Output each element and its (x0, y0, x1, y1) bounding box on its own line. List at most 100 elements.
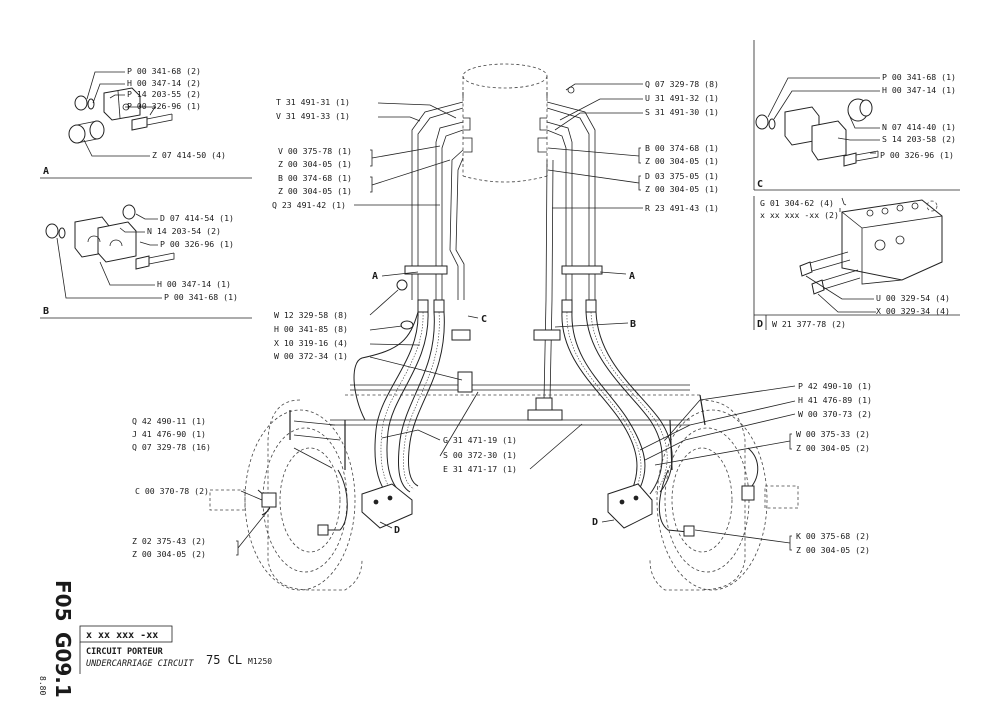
callout-label: Z 00 304-05 (1) (645, 184, 719, 194)
detail-d: D (753, 196, 960, 330)
callout-label: V 00 375-78 (1) (278, 146, 352, 156)
detail-a-label: P 00 341-68 (2) (127, 66, 201, 76)
clamp-b (533, 329, 561, 341)
bolt-head-part (135, 255, 150, 270)
callout-label: Q 23 491-42 (1) (272, 200, 346, 210)
left-track-motor (209, 399, 363, 591)
title-en: UNDERCARRIAGE CIRCUIT (86, 659, 194, 669)
marker-b: B (630, 319, 636, 330)
tee-fitting (457, 371, 473, 393)
rotary-joint (462, 63, 548, 183)
detail-c-label: N 07 414-40 (1) (882, 122, 956, 132)
marker-c: C (481, 314, 487, 325)
sheet-code-g09: G09.1 (51, 632, 75, 698)
callout-label: K 00 375-68 (2) (796, 531, 870, 541)
washer-part (768, 118, 776, 130)
detail-b-letter: B (43, 306, 49, 317)
manifold-d-left (361, 483, 413, 529)
detail-c-label: H 00 347-14 (1) (882, 85, 956, 95)
title-block: x xx xxx -xx CIRCUIT PORTEUR UNDERCARRIA… (79, 625, 272, 674)
detail-c-label: P 00 326-96 (1) (880, 150, 954, 160)
callout-label: V 31 491-33 (1) (276, 111, 350, 121)
clamp-a-left (404, 265, 448, 275)
callout-label: Z 00 304-05 (1) (645, 156, 719, 166)
leader-lines (236, 83, 796, 556)
detail-d-label: U 00 329-54 (4) (876, 293, 950, 303)
detail-c-label: S 14 203-58 (2) (882, 134, 956, 144)
callout-label: Z 00 304-05 (2) (796, 443, 870, 453)
callout-label: Q 07 329-78 (8) (645, 79, 719, 89)
detail-d-label: x xx xxx -xx (2) (760, 210, 839, 220)
callout-label: Z 00 304-05 (1) (278, 159, 352, 169)
callout-label: W 12 329-58 (8) (274, 310, 348, 320)
right-track-motor (649, 394, 799, 591)
callout-label: T 31 491-31 (1) (276, 97, 350, 107)
detail-c: C (753, 40, 960, 191)
callout-label: R 23 491-43 (1) (645, 203, 719, 213)
manifold-d-right (607, 483, 653, 529)
clamp-a-right (561, 265, 603, 275)
sheet-date: 8.80 (38, 676, 47, 695)
detail-a: A (40, 71, 252, 179)
callout-label: S 00 372-30 (1) (443, 450, 517, 460)
detail-d-label: X 00 329-34 (4) (876, 306, 950, 316)
detail-c-label: P 00 341-68 (1) (882, 72, 956, 82)
title-model: 75 CL (206, 653, 242, 667)
marker-a-right: A (629, 271, 635, 282)
detail-c-letter: C (757, 179, 763, 190)
callout-label: H 00 341-85 (8) (274, 324, 348, 334)
detail-a-label: P 14 203-55 (2) (127, 89, 201, 99)
detail-b-label: H 00 347-14 (1) (157, 279, 231, 289)
detail-b-label: N 14 203-54 (2) (147, 226, 221, 236)
detail-a-letter: A (43, 166, 49, 177)
detail-b-label: P 00 326-96 (1) (160, 239, 234, 249)
title-ref: x xx xxx -xx (86, 630, 158, 641)
detail-d-ref: W 21 377-78 (2) (772, 319, 846, 329)
detail-d-letter: D (757, 319, 763, 330)
washer-part (58, 227, 66, 239)
sheet-code: F05 G09.1 8.80 (38, 580, 75, 698)
bolt-head-part (131, 116, 148, 131)
callout-label: Z 00 304-05 (2) (132, 549, 206, 559)
callout-label: Q 07 329-78 (16) (132, 442, 211, 452)
callout-label: S 31 491-30 (1) (645, 107, 719, 117)
detail-a-label: P 00 326-96 (1) (127, 101, 201, 111)
marker-a-left: A (372, 271, 378, 282)
callout-label: Z 00 304-05 (2) (796, 545, 870, 555)
callout-label: B 00 374-68 (1) (645, 143, 719, 153)
callout-label: Z 00 304-05 (1) (278, 186, 352, 196)
callout-label: J 41 476-90 (1) (132, 429, 206, 439)
callout-label: B 00 374-68 (1) (278, 173, 352, 183)
callout-label: E 31 471-17 (1) (443, 464, 517, 474)
callout-label: P 42 490-10 (1) (798, 381, 872, 391)
detail-b-label: P 00 341-68 (1) (164, 292, 238, 302)
nut-part (755, 114, 769, 130)
clamp-block-part (97, 221, 137, 263)
clamp-c (451, 329, 471, 341)
detail-b-label: D 07 414-54 (1) (160, 213, 234, 223)
callout-label: Q 42 490-11 (1) (132, 416, 206, 426)
callout-label: X 10 319-16 (4) (274, 338, 348, 348)
callout-label: C 00 370-78 (2) (135, 486, 209, 496)
title-serial: M1250 (248, 657, 272, 666)
detail-a-label: H 00 347-14 (2) (127, 78, 201, 88)
detail-b: B (40, 204, 252, 319)
bushing-part (68, 124, 86, 144)
callout-label: W 00 370-73 (2) (798, 409, 872, 419)
callout-label: U 31 491-32 (1) (645, 93, 719, 103)
bushing-part (122, 204, 136, 220)
title-fr: CIRCUIT PORTEUR (86, 647, 164, 657)
sheet-code-f05: F05 (51, 580, 75, 622)
callout-label: Z 02 375-43 (2) (132, 536, 206, 546)
callout-label: D 03 375-05 (1) (645, 171, 719, 181)
callout-label: W 00 372-34 (1) (274, 351, 348, 361)
manifold-block-part (841, 199, 943, 281)
callout-label: H 41 476-89 (1) (798, 395, 872, 405)
callout-label: G 31 471-19 (1) (443, 435, 517, 445)
main-assembly (209, 63, 799, 591)
washer-part (87, 98, 95, 110)
clamp-block-part (811, 120, 847, 161)
detail-a-label: Z 07 414-50 (4) (152, 150, 226, 160)
marker-d-right: D (592, 517, 598, 528)
